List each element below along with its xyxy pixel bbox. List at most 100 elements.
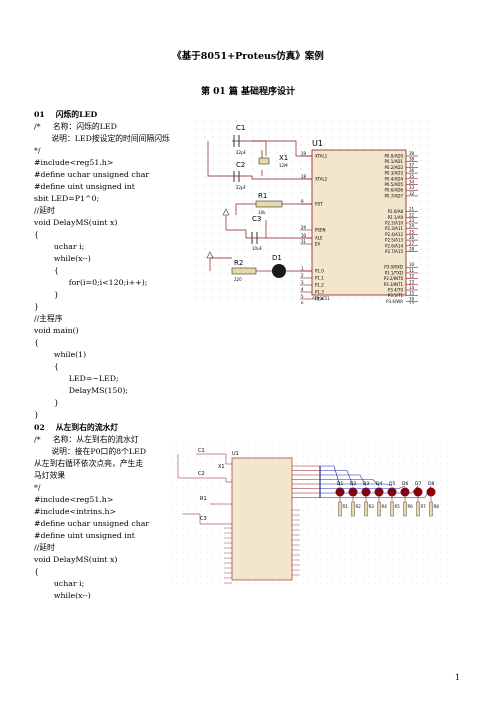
code-line: //主程序 bbox=[34, 314, 63, 323]
led bbox=[400, 487, 410, 497]
resistor bbox=[390, 501, 394, 517]
code-line: uchar i; bbox=[34, 579, 85, 588]
resistor-label: R1 bbox=[343, 504, 349, 509]
pin-number-right: 22 bbox=[409, 212, 415, 217]
c3-label: C3 bbox=[252, 215, 261, 223]
led bbox=[374, 487, 384, 497]
pin-name-right: P0.1/AD1 bbox=[385, 159, 404, 164]
led bbox=[335, 487, 345, 497]
code-line: DelayMS(150); bbox=[34, 386, 129, 395]
code-line: //延时 bbox=[34, 206, 55, 215]
resistor bbox=[377, 501, 381, 517]
pin-number-right: 26 bbox=[409, 235, 415, 240]
pin-name-right: P0.0/AD0 bbox=[385, 154, 404, 159]
code-line: #define uchar unsigned char bbox=[34, 519, 150, 528]
code-line: void main() bbox=[34, 326, 79, 335]
resistor-label: R8 bbox=[434, 504, 440, 509]
resistor-label: R5 bbox=[395, 504, 401, 509]
pin-number-right: 28 bbox=[409, 247, 415, 252]
resistor bbox=[403, 501, 407, 517]
pin-name-right: P2.1/A9 bbox=[388, 215, 404, 220]
pin-name-right: P2.6/A14 bbox=[385, 243, 403, 248]
pin-number-left: 19 bbox=[301, 151, 307, 156]
pin-number-right: 25 bbox=[409, 229, 415, 234]
code-line: } bbox=[34, 290, 59, 299]
pin-number-right: 13 bbox=[409, 279, 415, 284]
pin-number-right: 17 bbox=[409, 302, 415, 304]
x1-value: 12M bbox=[279, 163, 288, 168]
pin-number-left: 1 bbox=[301, 266, 304, 271]
code-line: sbit LED=P1^0; bbox=[34, 194, 100, 203]
led-label: D5 bbox=[389, 481, 395, 487]
pin-number-right: 16 bbox=[409, 296, 415, 301]
pin-name-left: EA bbox=[315, 242, 321, 247]
pin-name-left: P1.4 bbox=[315, 297, 324, 302]
code-line: while(1) bbox=[34, 350, 87, 359]
code-line: void DelayMS(uint x) bbox=[34, 218, 118, 227]
c1-value: 22pF bbox=[236, 150, 247, 155]
pin-number-right: 21 bbox=[409, 207, 415, 212]
resistor bbox=[416, 501, 420, 517]
pin-name-left: XTAL1 bbox=[315, 154, 328, 159]
pin-name-right: P3.6/WR bbox=[386, 299, 403, 304]
pin-name-left: P1.3 bbox=[315, 290, 324, 295]
code-line: while(x--) bbox=[34, 254, 91, 263]
code-line: uchar i; bbox=[34, 242, 85, 251]
resistor bbox=[351, 501, 355, 517]
code-block-01: 01 闪烁的LED/* 名称：闪烁的LED 说明：LED按设定的时间间隔闪烁*/… bbox=[34, 109, 170, 421]
r1-label: R1 bbox=[258, 192, 267, 200]
led bbox=[387, 487, 397, 497]
led-label: D8 bbox=[428, 481, 434, 487]
code-line: { bbox=[34, 230, 39, 239]
pin-name-right: P2.5/A13 bbox=[385, 238, 403, 243]
schematic-blinking-led: U1 AT89C51 XTAL119XTAL218RST9PSEN29ALE30… bbox=[196, 120, 432, 304]
pin-name-left: P1.0 bbox=[315, 269, 324, 274]
pin-number-left: 5 bbox=[301, 294, 304, 299]
led-wire bbox=[320, 483, 393, 487]
pin-name-left: P1.1 bbox=[315, 276, 324, 281]
pin-name-right: P3.4/T0 bbox=[388, 288, 404, 293]
resistor-label: R2 bbox=[356, 504, 362, 509]
code-block-02: 02 从左到右的流水灯/* 名称：从左到右的流水灯 说明：接在P0口的8个LED… bbox=[34, 422, 149, 602]
code-line: */ bbox=[34, 146, 41, 155]
code-line: { bbox=[34, 266, 59, 275]
code-line: //延时 bbox=[34, 543, 55, 552]
pin-number-right: 24 bbox=[409, 224, 415, 229]
pin-number-right: 34 bbox=[409, 180, 415, 185]
led bbox=[348, 487, 358, 497]
pin-number-right: 27 bbox=[409, 241, 415, 246]
pin-number-right: 38 bbox=[409, 157, 415, 162]
pin-number-right: 14 bbox=[409, 285, 415, 290]
pin-name-right: P2.0/A8 bbox=[388, 209, 404, 214]
led-label: D6 bbox=[402, 481, 408, 487]
chip-label-2: U1 bbox=[232, 451, 239, 457]
pin-name-right: P0.2/AD2 bbox=[385, 165, 404, 170]
led-wire bbox=[320, 474, 367, 487]
code-line: #define uint unsigned int bbox=[34, 531, 135, 540]
pin-name-right: P3.2/INT0 bbox=[384, 276, 404, 281]
pin-name-right: P3.0/RXD bbox=[384, 265, 403, 270]
resistor-label: R3 bbox=[369, 504, 375, 509]
code-line: 马灯效果 bbox=[34, 471, 66, 480]
pin-name-right: P2.7/A15 bbox=[385, 249, 403, 254]
code-line: 02 从左到右的流水灯 bbox=[34, 423, 119, 432]
pin-name-right: P2.3/A11 bbox=[385, 226, 403, 231]
led-wire bbox=[320, 485, 406, 489]
section-title: 第 01 篇 基础程序设计 bbox=[201, 87, 295, 97]
pin-name-right: P3.5/T1 bbox=[388, 293, 404, 298]
code-line: #define uchar unsigned char bbox=[34, 170, 150, 179]
r1-value: 10k bbox=[258, 210, 266, 215]
resistor-label: R6 bbox=[408, 504, 414, 509]
pin-number-right: 12 bbox=[409, 274, 415, 279]
pin-number-left: 3 bbox=[301, 280, 304, 285]
code-line: while(x--) bbox=[34, 591, 91, 600]
code-line: } bbox=[34, 398, 59, 407]
mcu-chip-2 bbox=[231, 457, 293, 581]
pin-name-left: XTAL2 bbox=[315, 177, 328, 182]
mcu-chip bbox=[311, 149, 407, 296]
pin-number-right: 36 bbox=[409, 168, 415, 173]
pin-number-right: 33 bbox=[409, 185, 415, 190]
code-line: #include<reg51.h> bbox=[34, 158, 114, 167]
pin-number-left: 2 bbox=[301, 273, 304, 278]
led bbox=[413, 487, 423, 497]
